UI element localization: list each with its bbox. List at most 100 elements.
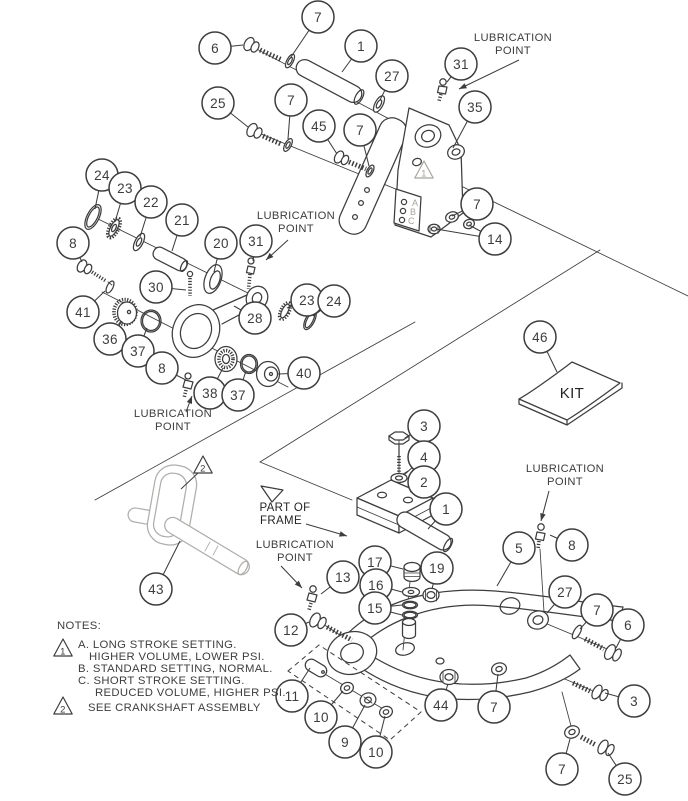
bearing-38 bbox=[214, 345, 238, 373]
note-line: B. STANDARD SETTING, NORMAL. bbox=[78, 663, 273, 675]
warning-triangle-2: 2 bbox=[180, 455, 213, 490]
callout-number: 10 bbox=[368, 745, 384, 760]
o-ring-37 bbox=[239, 353, 259, 375]
callout-6: 6 bbox=[198, 31, 232, 65]
warning-markers: 12 bbox=[180, 160, 434, 490]
shaft-1 bbox=[396, 511, 452, 551]
callout-41: 41 bbox=[66, 295, 100, 329]
kit-boundary-box bbox=[287, 644, 422, 741]
warning-number: 1 bbox=[421, 169, 427, 180]
callout-7: 7 bbox=[343, 113, 377, 147]
callout-15: 15 bbox=[358, 591, 392, 625]
callout-number: 37 bbox=[130, 344, 146, 359]
callout-number: 3 bbox=[630, 694, 638, 709]
callout-1: 1 bbox=[429, 492, 463, 526]
callout-number: 8 bbox=[69, 236, 77, 251]
notes-block: NOTES:12A. LONG STROKE SETTING.HIGHER VO… bbox=[53, 620, 286, 716]
grease-fitting-31 bbox=[436, 78, 448, 102]
callout-number: 19 bbox=[429, 561, 445, 576]
lube-label-line: POINT bbox=[155, 421, 191, 433]
note-line: HIGHER VOLUME, LOWER PSI. bbox=[89, 651, 265, 663]
callout-7: 7 bbox=[545, 752, 579, 786]
callout-35: 35 bbox=[458, 90, 492, 124]
pin-11 bbox=[304, 658, 328, 678]
callout-8: 8 bbox=[145, 351, 179, 385]
lube-label-line: LUBRICATION bbox=[474, 32, 552, 44]
callout-number: 35 bbox=[467, 100, 483, 115]
callout-36: 36 bbox=[93, 322, 127, 356]
callout-number: 6 bbox=[211, 41, 219, 56]
clamp-block-2 bbox=[356, 479, 434, 534]
lube-label-line: LUBRICATION bbox=[526, 463, 604, 475]
callout-27: 27 bbox=[375, 59, 409, 93]
callout-13: 13 bbox=[326, 560, 360, 594]
callout-20: 20 bbox=[204, 226, 238, 260]
callout-number: 22 bbox=[143, 195, 159, 210]
bolt-3 bbox=[388, 431, 410, 472]
upper-link-assembly bbox=[243, 36, 476, 238]
callout-number: 21 bbox=[174, 213, 190, 228]
stroke-setting-plate bbox=[393, 188, 422, 232]
warning-number: 2 bbox=[60, 705, 66, 716]
callout-number: 23 bbox=[299, 293, 315, 308]
note-line: REDUCED VOLUME, HIGHER PSI. bbox=[95, 687, 286, 699]
setting-letter-A: A bbox=[412, 198, 418, 208]
cap-17 bbox=[403, 561, 421, 583]
callout-31: 31 bbox=[239, 224, 273, 258]
callout-number: 46 bbox=[532, 330, 548, 345]
callout-7: 7 bbox=[580, 593, 614, 627]
callout-number: 38 bbox=[202, 386, 218, 401]
callout-30: 30 bbox=[139, 270, 173, 304]
washer-7 bbox=[490, 662, 508, 676]
lube-label-line: LUBRICATION bbox=[257, 210, 335, 222]
callout-38: 38 bbox=[193, 376, 227, 410]
callout-number: 15 bbox=[367, 601, 383, 616]
callout-number: 31 bbox=[453, 57, 469, 72]
lock-washer-4 bbox=[390, 470, 409, 484]
lube-label-line: LUBRICATION bbox=[134, 408, 212, 420]
callout-21: 21 bbox=[165, 203, 199, 237]
callout-8: 8 bbox=[56, 226, 90, 260]
callout-12: 12 bbox=[274, 613, 308, 647]
callout-31: 31 bbox=[444, 47, 478, 81]
callout-number: 40 bbox=[296, 366, 312, 381]
callout-11: 11 bbox=[275, 679, 309, 713]
callout-3: 3 bbox=[617, 684, 651, 718]
cap-40 bbox=[255, 360, 281, 388]
grease-fitting-13 bbox=[306, 585, 318, 611]
callout-number: 14 bbox=[487, 232, 503, 247]
callout-43: 43 bbox=[139, 572, 173, 606]
kit-label: KIT bbox=[560, 385, 584, 402]
set-screw-30 bbox=[186, 270, 194, 278]
note-line: C. SHORT STROKE SETTING. bbox=[78, 675, 245, 687]
washer-35 bbox=[447, 144, 465, 160]
warning-number: 1 bbox=[60, 647, 66, 658]
callout-number: 36 bbox=[102, 332, 118, 347]
stud bbox=[435, 657, 445, 665]
callout-5: 5 bbox=[502, 531, 536, 565]
bushing-27 bbox=[527, 610, 549, 630]
lever-arm bbox=[338, 117, 408, 235]
grease-fitting-31 bbox=[245, 257, 256, 290]
frame-clamp-assembly: PART OF FRAME bbox=[259, 431, 454, 553]
callout-40: 40 bbox=[287, 356, 321, 390]
lock-washer-41 bbox=[105, 280, 115, 294]
callout-7: 7 bbox=[477, 690, 511, 724]
callout-number: 6 bbox=[624, 618, 632, 633]
callout-number: 37 bbox=[230, 388, 246, 403]
setting-letter-C: C bbox=[408, 216, 415, 226]
lube-label-line: POINT bbox=[277, 552, 313, 564]
spacer-21 bbox=[152, 246, 188, 272]
washer-16 bbox=[401, 586, 421, 598]
part-of-frame-label: FRAME bbox=[260, 515, 302, 527]
sleeve bbox=[401, 617, 417, 640]
callout-number: 10 bbox=[313, 710, 329, 725]
callout-25: 25 bbox=[201, 86, 235, 120]
callout-number: 8 bbox=[158, 361, 166, 376]
callout-3: 3 bbox=[407, 409, 441, 443]
gear-23 bbox=[105, 216, 123, 240]
callout-number: 7 bbox=[314, 10, 322, 25]
